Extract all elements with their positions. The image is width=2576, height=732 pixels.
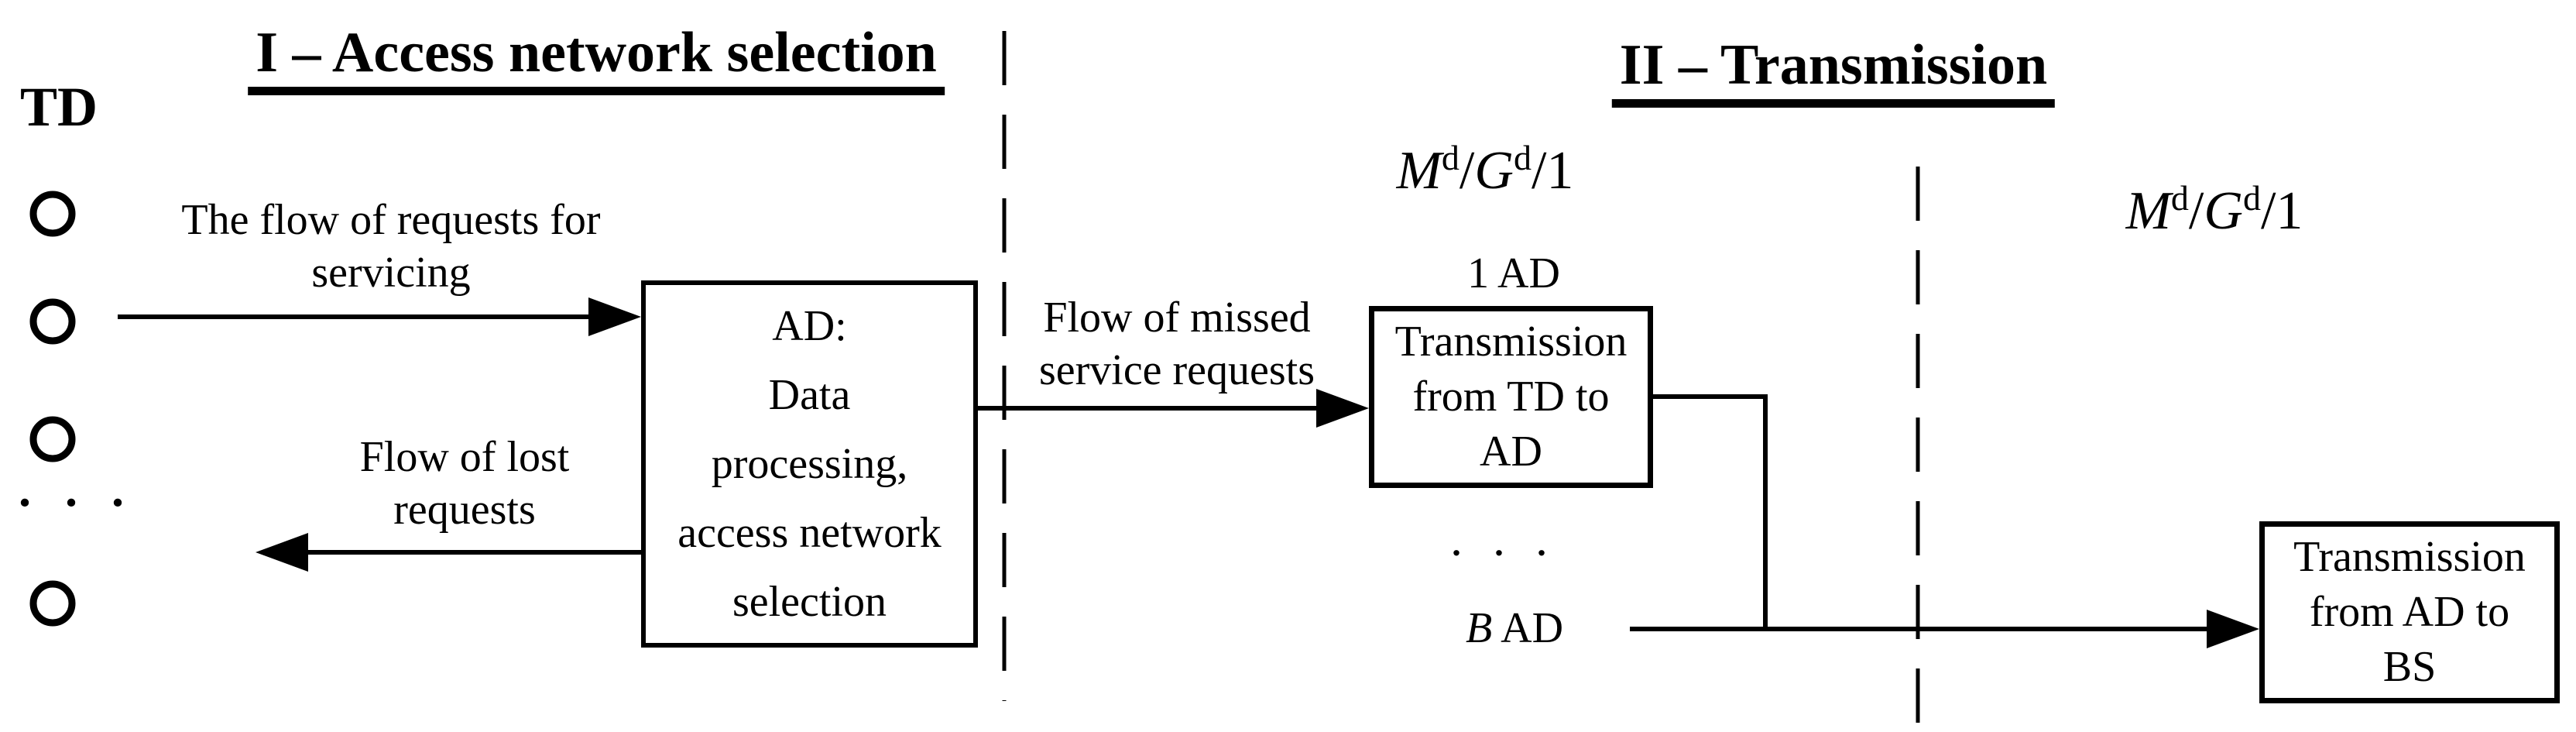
queue2-service-sup: d <box>2242 178 2261 218</box>
section-title-access-network-selection: I – Access network selection <box>248 22 945 95</box>
requests-flow-label: The flow of requests for servicing <box>181 196 601 297</box>
td-label: TD <box>20 76 98 138</box>
lost-flow-label: Flow of lost requests <box>359 433 570 534</box>
queue1-arrival: M <box>1396 141 1442 201</box>
servers-ellipsis: . . . <box>1452 524 1559 563</box>
td-circle-1 <box>29 191 76 237</box>
queue-model-label-2: Md/Gd/1 <box>2125 180 2303 241</box>
td-circle-3 <box>29 416 76 462</box>
b-ad-arrowhead <box>2207 610 2259 648</box>
td-circle-2 <box>29 298 76 345</box>
queue1-service-sup: d <box>1513 138 1532 177</box>
queue2-service: G <box>2204 181 2243 241</box>
td-ad-output-connector <box>1653 394 1768 629</box>
missed-flow-label: Flow of missed service requests <box>1038 294 1315 394</box>
queue2-arrival: M <box>2125 181 2171 241</box>
queue1-slash1: / <box>1459 141 1475 201</box>
transmission-ad-to-bs-box: Transmission from AD to BS <box>2259 521 2560 703</box>
section-title-transmission: II – Transmission <box>1611 35 2056 108</box>
server-1-ad-label: 1 AD <box>1467 249 1560 297</box>
td-ellipsis: . . . <box>19 462 135 517</box>
server-b-index: B <box>1465 604 1493 652</box>
queue2-slash2: / <box>2260 181 2276 241</box>
queue1-servers: 1 <box>1546 141 1574 201</box>
queue2-servers: 1 <box>2276 181 2303 241</box>
transmission-td-to-ad-text: Transmission from TD to AD <box>1394 318 1628 476</box>
server-b-ad-label: B AD <box>1466 607 1563 650</box>
queue2-slash1: / <box>2188 181 2204 241</box>
server-b-suffix: AD <box>1492 604 1564 652</box>
requests-flow-arrowhead <box>588 297 641 336</box>
ad-node-box: AD: Data processing, access network sele… <box>641 280 978 648</box>
queue2-arrival-sup: d <box>2170 178 2189 218</box>
transmission-ad-to-bs-text: Transmission from AD to BS <box>2293 533 2526 691</box>
queue1-slash2: / <box>1531 141 1547 201</box>
transmission-td-to-ad-box: Transmission from TD to AD <box>1369 306 1653 488</box>
td-circle-4 <box>29 580 76 627</box>
ad-node-text: AD: Data processing, access network sele… <box>677 301 942 626</box>
queue1-service: G <box>1474 141 1514 201</box>
lost-flow-arrowhead <box>256 533 308 572</box>
missed-flow-arrowhead <box>1316 389 1369 428</box>
queue1-arrival-sup: d <box>1441 138 1460 177</box>
queue-model-label-1: Md/Gd/1 <box>1396 140 1574 201</box>
